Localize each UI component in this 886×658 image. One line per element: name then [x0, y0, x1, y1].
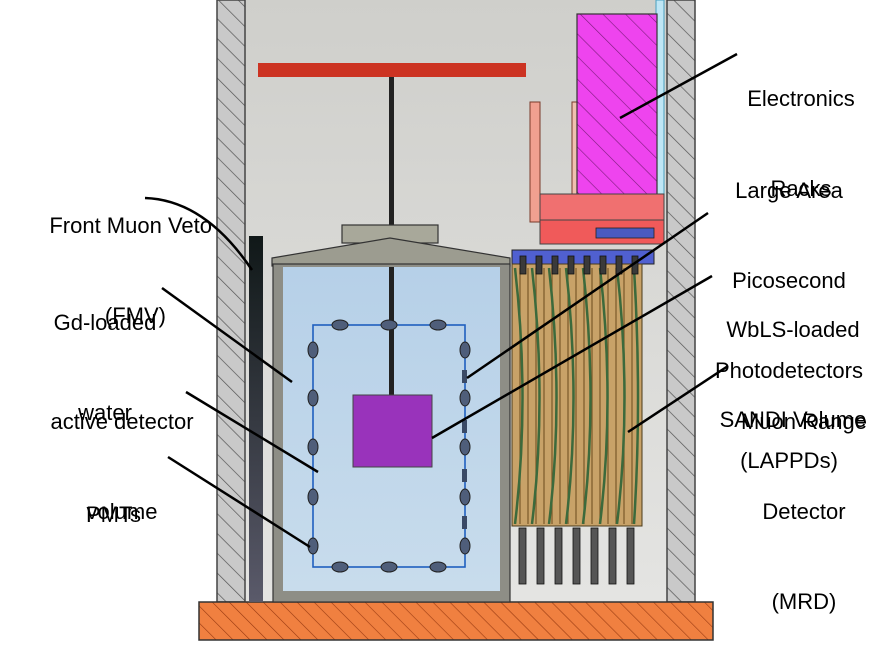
pmt	[331, 319, 349, 331]
gd-water-leader	[161, 286, 293, 384]
pmt	[459, 341, 471, 359]
active-volume-label: active detector volume	[50, 409, 194, 524]
pmt	[331, 561, 349, 573]
pmt	[380, 561, 398, 573]
lappd-array-in-tank	[462, 370, 467, 529]
lappd-leader	[466, 211, 709, 380]
front-muon-veto	[249, 236, 263, 602]
tank-lid	[271, 237, 511, 267]
mrd-leader	[627, 364, 729, 434]
rack-platform-slot	[595, 227, 655, 239]
pmt	[429, 319, 447, 331]
electronics-label: Electronics Racks	[747, 86, 855, 201]
fmv-leader	[144, 196, 254, 271]
pmt	[429, 561, 447, 573]
wbls-label: WbLS-loaded SANDI Volume	[719, 317, 867, 432]
electronics-leader	[619, 52, 738, 120]
gd-water-label: Gd-loaded water	[53, 310, 157, 425]
pmt-array	[307, 319, 471, 573]
rack-platform-top	[539, 193, 665, 221]
lappd	[462, 420, 467, 433]
mrd-label: Muon Range Detector (MRD)	[741, 409, 867, 614]
pmt	[307, 488, 319, 506]
pmt	[307, 341, 319, 359]
leader-lines	[144, 52, 738, 549]
pmt	[307, 438, 319, 456]
left-wall	[216, 0, 246, 603]
lappd	[462, 370, 467, 383]
wbls-leader	[431, 274, 713, 440]
lappd-label: Large Area Picosecond Photodetectors (LA…	[715, 178, 863, 473]
rack-side-rail	[529, 101, 541, 223]
lappd	[462, 516, 467, 529]
mrd-steel-plates	[513, 267, 640, 525]
pmts-leader	[167, 455, 311, 549]
pmt	[459, 537, 471, 555]
floor-slab	[198, 601, 714, 641]
crane-cable-in-tank	[389, 267, 394, 395]
active-volume-leader	[185, 390, 319, 474]
lappd	[462, 469, 467, 482]
pmt	[459, 488, 471, 506]
pmt	[459, 389, 471, 407]
mrd-pmts-bottom	[518, 527, 635, 585]
pmt	[380, 319, 398, 331]
pmt	[459, 438, 471, 456]
fmv-label: Front Muon Veto (FMV)	[49, 213, 212, 328]
pmts-label: PMTs	[86, 502, 141, 527]
sandi-volume	[352, 394, 433, 468]
pmt	[307, 389, 319, 407]
crane-beam	[258, 63, 526, 77]
